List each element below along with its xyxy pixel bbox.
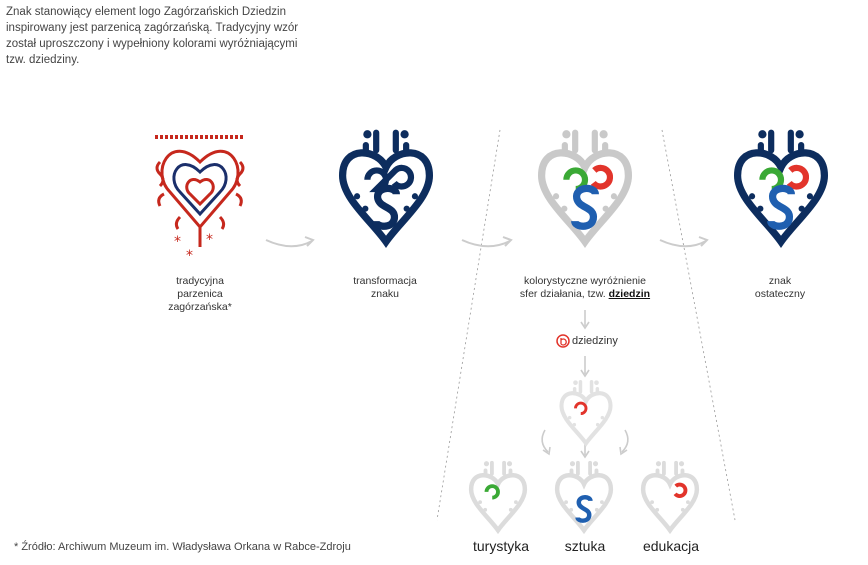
stage-text: tradycyjna — [176, 275, 224, 287]
intro-line: tzw. dziedziny. — [6, 54, 80, 66]
logo-transformation — [334, 126, 438, 250]
category-sztuka: sztuka — [564, 538, 606, 554]
svg-text:*: * — [206, 232, 213, 248]
category-edukacja: edukacja — [642, 538, 700, 554]
logo-edukacja — [638, 458, 702, 536]
source-note: * Źródło: Archiwum Muzeum im. Władysława… — [14, 541, 351, 553]
dziedziny-badge: dziedziny — [556, 334, 618, 348]
stage-text: znaku — [370, 288, 400, 300]
arrow-branch-left — [541, 429, 549, 453]
logo-small-pale — [556, 378, 616, 448]
stage-text: znak — [768, 275, 792, 287]
category-turystyka: turystyka — [472, 538, 529, 554]
intro-line: Znak stanowiący element logo Zagórzański… — [6, 6, 286, 18]
arrow-branch-right — [621, 429, 629, 453]
svg-text:*: * — [174, 234, 181, 250]
stage-label-colored: kolorystyczne wyróżnienie sfer działania… — [505, 275, 665, 301]
stage-text: transformacja — [353, 275, 417, 287]
arrow-2 — [461, 239, 511, 248]
parzenica-image: * * * — [155, 135, 245, 264]
stage-text: kolorystyczne wyróżnienie — [524, 275, 646, 287]
svg-text:*: * — [186, 248, 193, 264]
intro-line: inspirowany jest parzenicą zagórzańską. … — [6, 22, 299, 34]
divider-line-left — [436, 129, 501, 521]
d-icon — [556, 334, 570, 348]
logo-turystyka — [466, 458, 530, 536]
stage-text: ostateczny — [754, 288, 806, 300]
intro-text: Znak stanowiący element logo Zagórzański… — [6, 4, 326, 68]
intro-line: został uproszczony i wypełniony kolorami… — [6, 38, 298, 50]
arrow-1 — [265, 239, 313, 248]
arrow-3 — [659, 239, 707, 248]
stage-text: parzenica — [177, 288, 223, 300]
stage-label-parzenica: tradycyjna parzenica zagórzańska* — [140, 275, 260, 314]
dziedziny-text: dziedziny — [572, 335, 618, 347]
stage-text: zagórzańska* — [168, 301, 232, 313]
dziedzin-link: dziedzin — [608, 288, 651, 300]
divider-line-right — [661, 129, 736, 521]
logo-colored — [533, 126, 637, 250]
stage-text: sfer działania, tzw. — [519, 288, 606, 300]
logo-final — [729, 126, 833, 250]
stage-label-transformation: transformacja znaku — [330, 275, 440, 301]
stage-label-final: znak ostateczny — [735, 275, 825, 301]
logo-sztuka — [552, 458, 616, 536]
